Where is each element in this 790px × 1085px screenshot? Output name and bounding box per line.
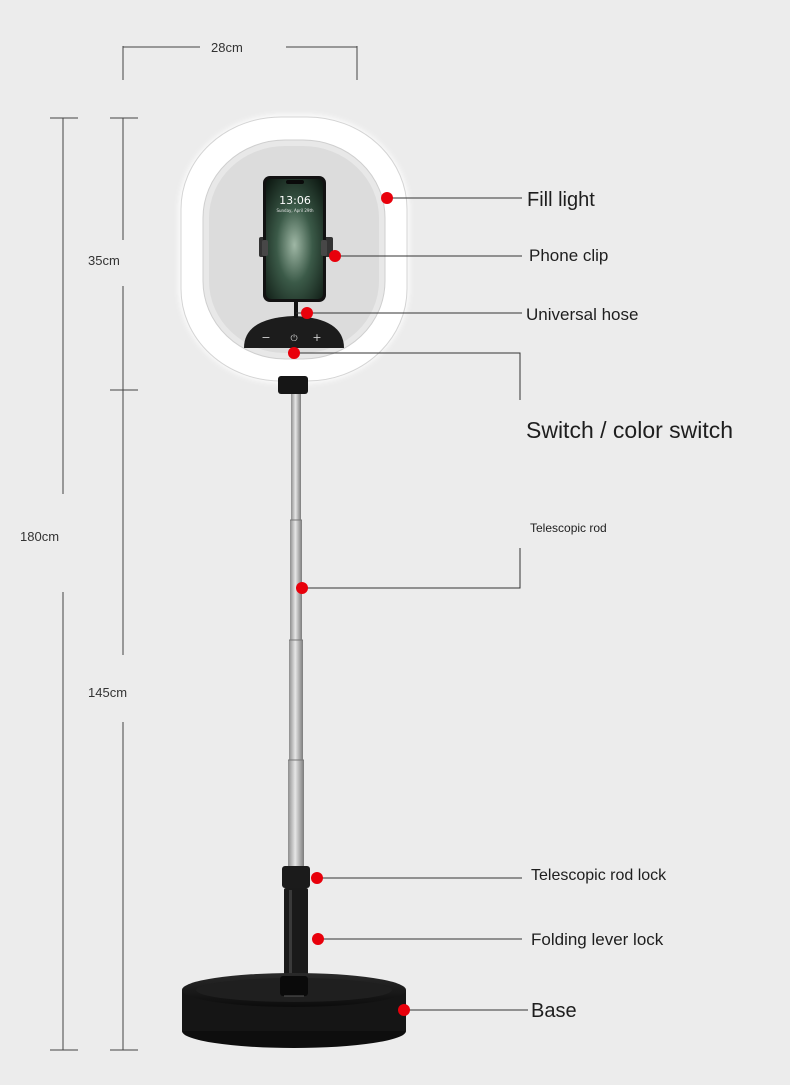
leader-lines xyxy=(294,197,528,1011)
width-dimension-label: 28cm xyxy=(211,40,243,55)
telescopic-rod xyxy=(288,390,304,872)
phone-date: Sunday, April 29th xyxy=(276,208,314,213)
phone-clip-label: Phone clip xyxy=(529,246,609,265)
base-label: Base xyxy=(531,1000,577,1022)
marker-folding-lever xyxy=(312,933,324,945)
switch-label: Switch / color switch xyxy=(526,417,734,443)
phone-time: 13:06 xyxy=(279,194,311,207)
marker-fill-light xyxy=(381,192,393,204)
control-panel: − ⏻ + xyxy=(244,316,344,348)
base-drawing xyxy=(182,973,406,1048)
marker-rod-lock xyxy=(311,872,323,884)
phone-with-clip: 13:06 Sunday, April 29th xyxy=(259,176,333,302)
marker-switch xyxy=(288,347,300,359)
lower-tube xyxy=(284,888,308,976)
pole-height-dimension-label: 145cm xyxy=(88,685,128,700)
marker-base xyxy=(398,1004,410,1016)
universal-hose-label: Universal hose xyxy=(526,305,639,324)
telescopic-rod-label: Telescopic rod xyxy=(530,521,607,535)
ring-connector xyxy=(278,376,308,394)
plus-label: + xyxy=(312,331,321,344)
ring-height-dimension-label: 35cm xyxy=(88,253,120,268)
marker-universal-hose xyxy=(301,307,313,319)
folding-lever-lock-label: Folding lever lock xyxy=(531,930,664,949)
marker-phone-clip xyxy=(329,250,341,262)
power-icon: ⏻ xyxy=(290,333,297,344)
telescopic-rod-lock-label: Telescopic rod lock xyxy=(531,867,667,884)
dimension-lines xyxy=(50,46,358,1051)
callout-markers xyxy=(288,192,410,1016)
rod-lock-collar xyxy=(282,866,310,888)
total-height-dimension-label: 180cm xyxy=(20,529,60,544)
fill-light-label: Fill light xyxy=(527,189,595,211)
marker-telescopic-rod xyxy=(296,582,308,594)
minus-label: − xyxy=(261,331,270,344)
